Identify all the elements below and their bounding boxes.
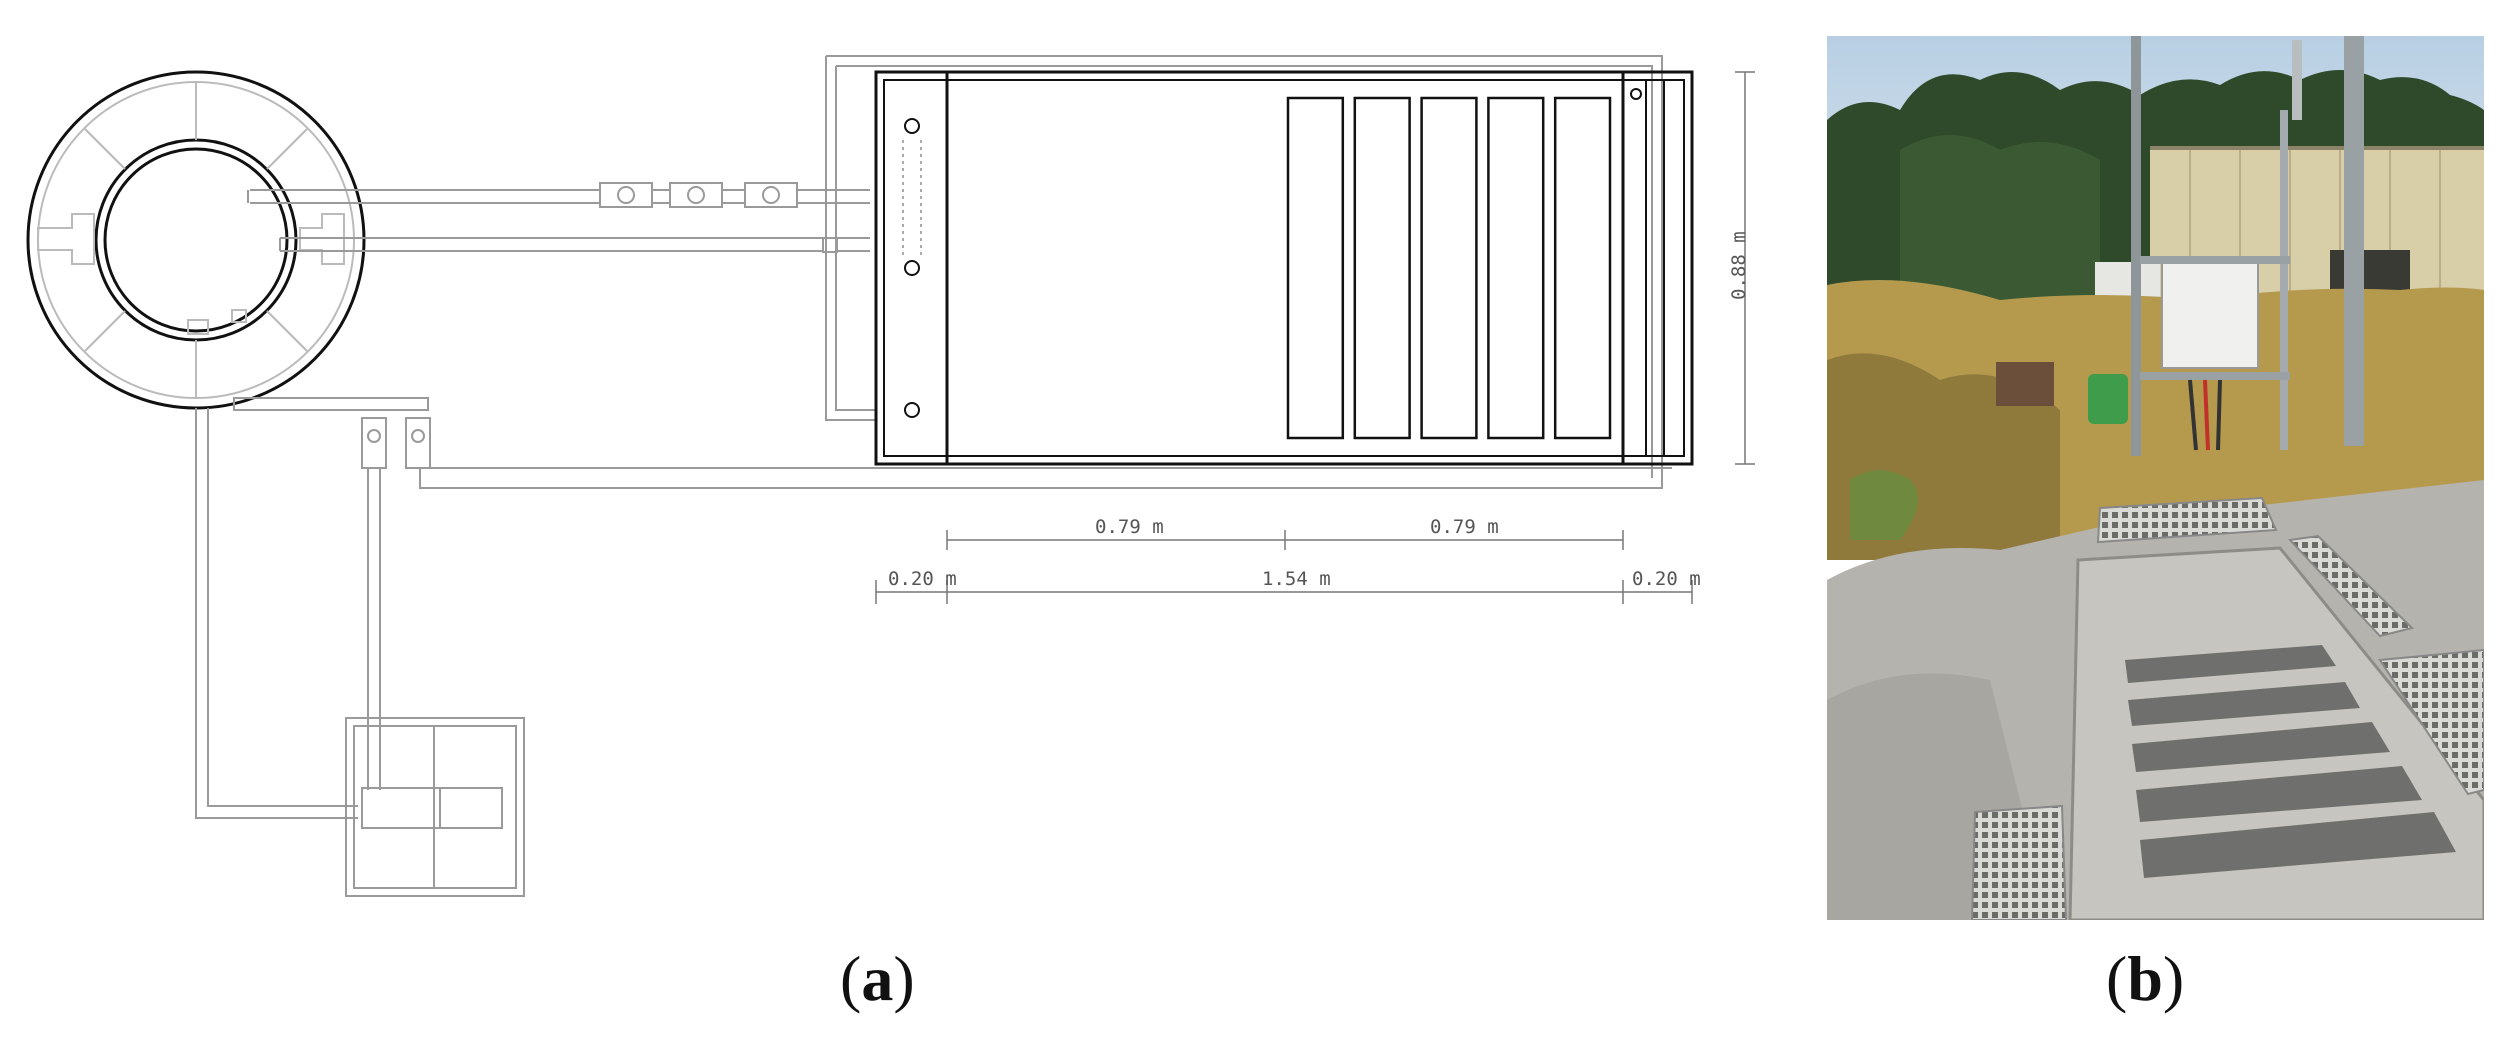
photo-grate-bottom bbox=[1970, 804, 2068, 920]
caption-a: (a) bbox=[840, 943, 915, 1014]
pipes-lower bbox=[195, 397, 429, 819]
photo-grate-top bbox=[2096, 496, 2278, 544]
photo-pole-right bbox=[2344, 36, 2364, 446]
dimension-lines bbox=[875, 71, 1755, 604]
photo-cabinet bbox=[2161, 261, 2259, 369]
tank-spokes bbox=[83, 82, 309, 398]
caption-b: (b) bbox=[2106, 943, 2184, 1014]
caption-a-close: ) bbox=[893, 943, 914, 1014]
dim-height: 0.88 m bbox=[1728, 231, 1750, 300]
outlet-hole bbox=[1630, 88, 1642, 100]
plot-box bbox=[874, 70, 1694, 466]
inlet-hole-3 bbox=[904, 402, 920, 418]
plot-box-outer bbox=[874, 70, 1694, 466]
caption-b-open: ( bbox=[2106, 943, 2127, 1014]
panel-b-photo bbox=[1827, 36, 2484, 920]
collector-box bbox=[345, 717, 525, 897]
circular-tank bbox=[26, 70, 366, 410]
photo-grate-corner bbox=[2378, 648, 2484, 796]
inlet-hole-1 bbox=[904, 118, 920, 134]
slat-3 bbox=[1420, 96, 1478, 440]
tank-inner-ring-outer bbox=[94, 138, 298, 342]
slat-2 bbox=[1353, 96, 1411, 440]
dim-width-left-half: 0.79 m bbox=[1095, 516, 1164, 538]
slats bbox=[1286, 96, 1612, 440]
caption-a-open: ( bbox=[840, 943, 861, 1014]
tank-notch-left bbox=[37, 213, 95, 265]
caption-b-letter: b bbox=[2127, 943, 2163, 1014]
pipe-valves-lower bbox=[361, 417, 431, 469]
slat-5 bbox=[1553, 96, 1612, 440]
photo-green-bucket bbox=[2088, 374, 2128, 424]
caption-b-close: ) bbox=[2163, 943, 2184, 1014]
tank-tab-bottom-2 bbox=[231, 309, 247, 323]
dim-total-inner: 1.54 m bbox=[1262, 568, 1331, 590]
slat-1 bbox=[1286, 96, 1345, 440]
slat-4 bbox=[1487, 96, 1545, 440]
dim-width-right-half: 0.79 m bbox=[1430, 516, 1499, 538]
tank-tab-bottom-1 bbox=[187, 319, 209, 335]
photo-grate-right bbox=[2287, 534, 2414, 638]
plot-box-inner bbox=[883, 79, 1685, 457]
dim-margin-right: 0.20 m bbox=[1632, 568, 1701, 590]
caption-a-letter: a bbox=[861, 943, 893, 1014]
photo-pole-left bbox=[2131, 36, 2141, 456]
panel-a-drawing: 0.79 m 0.79 m 0.20 m 1.54 m 0.20 m 0.88 … bbox=[26, 55, 1755, 897]
inlet-hole-2 bbox=[904, 260, 920, 276]
svg-text:(a): (a) bbox=[840, 943, 915, 1014]
tank-inner-ring bbox=[103, 147, 289, 333]
valves-upper bbox=[599, 182, 838, 253]
dim-margin-left: 0.20 m bbox=[888, 568, 957, 590]
pipe-frame bbox=[409, 55, 1672, 489]
svg-text:(b): (b) bbox=[2106, 943, 2184, 1014]
photo-plot-slats bbox=[2125, 645, 2456, 878]
